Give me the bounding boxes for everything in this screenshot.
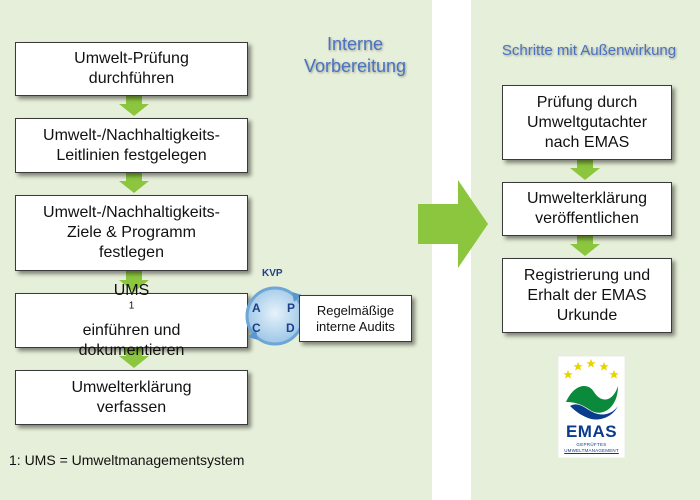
audit-line: Regelmäßige bbox=[316, 302, 395, 318]
step-line: Umweltgutachter bbox=[526, 113, 648, 131]
step-line: Ziele & Programm bbox=[67, 224, 196, 241]
arrow-down bbox=[570, 234, 600, 256]
step-line: Umwelt-/Nachhaltigkeits- bbox=[43, 204, 220, 221]
step-box-publish-statement: Umwelterklärung veröffentlichen bbox=[502, 182, 672, 236]
emas-logo: EMAS GEPRÜFTES UMWELTMANAGEMENT bbox=[557, 355, 626, 459]
ums-text: UMS bbox=[113, 281, 150, 299]
emas-logo-sub2: UMWELTMANAGEMENT bbox=[564, 448, 619, 453]
step-box-goals-program: Umwelt-/Nachhaltigkeits- Ziele & Program… bbox=[15, 195, 248, 271]
arrow-down bbox=[119, 171, 149, 193]
audit-line: interne Audits bbox=[316, 318, 395, 334]
step-line: durchführen bbox=[88, 70, 175, 87]
pdca-letter-c: C bbox=[252, 321, 261, 335]
step-line: Leitlinien festgelegen bbox=[56, 146, 207, 164]
pdca-letter-a: A bbox=[252, 301, 261, 315]
external-steps-heading: Schritte mit Außenwirkung bbox=[501, 42, 677, 59]
step-line: veröffentlichen bbox=[535, 210, 639, 227]
step-line: dokumentieren bbox=[78, 341, 185, 359]
step-line: festlegen bbox=[99, 244, 164, 261]
step-line: verfassen bbox=[96, 398, 167, 416]
step-line: Prüfung durch bbox=[536, 93, 638, 111]
step-box-verifier-review: Prüfung durch Umweltgutachter nach EMAS bbox=[502, 85, 672, 160]
step-box-environmental-statement: Umwelterklärung verfassen bbox=[15, 370, 248, 425]
step-line: Registrierung und bbox=[523, 266, 651, 284]
step-box-guidelines: Umwelt-/Nachhaltigkeits- Leitlinien fest… bbox=[15, 118, 248, 173]
footnote: 1: UMS = Umweltmanagementsystem bbox=[9, 452, 245, 468]
emas-logo-icon bbox=[557, 355, 626, 459]
pdca-letter-d: D bbox=[286, 321, 295, 335]
step-line: Erhalt der EMAS bbox=[527, 286, 647, 304]
emas-logo-sub1: GEPRÜFTES bbox=[576, 442, 607, 447]
emas-logo-word: EMAS bbox=[565, 422, 618, 441]
step-line: Umwelterklärung bbox=[71, 378, 192, 396]
step-line: Umwelterklärung bbox=[526, 190, 648, 207]
step-line-rest: einführen und bbox=[82, 321, 181, 339]
step-line: Umwelt-/Nachhaltigkeits- bbox=[43, 126, 220, 144]
step-line: Umwelt-Prüfung bbox=[74, 50, 189, 67]
kvp-label: KVP bbox=[262, 268, 283, 279]
arrow-down bbox=[570, 158, 600, 180]
arrow-down bbox=[119, 270, 149, 292]
step-box-environmental-review: Umwelt-Prüfung durchführen bbox=[15, 42, 248, 96]
big-right-arrow-icon bbox=[418, 180, 488, 268]
step-line: nach EMAS bbox=[544, 133, 630, 151]
internal-audits-box: Regelmäßige interne Audits bbox=[299, 295, 412, 342]
pdca-letter-p: P bbox=[287, 301, 296, 315]
internal-preparation-heading: Interne Vorbereitung bbox=[290, 33, 420, 77]
arrow-down bbox=[119, 346, 149, 368]
heading-line: Vorbereitung bbox=[303, 56, 407, 76]
arrow-down bbox=[119, 94, 149, 116]
heading-line: Interne bbox=[326, 34, 384, 54]
step-line: Urkunde bbox=[556, 306, 618, 324]
step-box-registration: Registrierung und Erhalt der EMAS Urkund… bbox=[502, 258, 672, 333]
footnote-marker: 1 bbox=[128, 300, 135, 312]
